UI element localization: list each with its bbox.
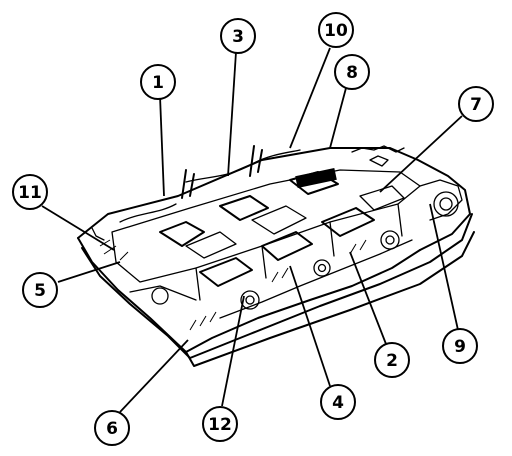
callout-label: 1 [152, 73, 164, 93]
leader-2 [349, 251, 387, 345]
callout-label: 2 [386, 351, 398, 371]
leader-7 [379, 115, 463, 193]
callout-2: 2 [374, 342, 410, 378]
callout-label: 8 [346, 63, 358, 83]
leader-6 [119, 339, 189, 413]
callout-label: 9 [454, 337, 466, 357]
callout-9: 9 [442, 328, 478, 364]
leader-9 [429, 203, 459, 331]
callout-1: 1 [140, 64, 176, 100]
leader-10 [289, 47, 331, 149]
callout-11: 11 [12, 174, 48, 210]
leader-8 [329, 87, 347, 149]
callout-label: 5 [34, 281, 46, 301]
callout-label: 12 [208, 415, 232, 435]
callout-3: 3 [220, 18, 256, 54]
callout-6: 6 [94, 410, 130, 446]
leader-lines [41, 47, 463, 413]
callout-10: 10 [318, 12, 354, 48]
callout-label: 11 [18, 183, 42, 203]
leader-5 [57, 261, 121, 283]
leader-4 [289, 265, 331, 387]
callout-label: 3 [232, 27, 244, 47]
callout-4: 4 [320, 384, 356, 420]
leader-3 [227, 51, 237, 177]
callout-label: 7 [470, 95, 482, 115]
callout-8: 8 [334, 54, 370, 90]
leader-11 [41, 205, 115, 251]
callout-label: 4 [332, 393, 344, 413]
callout-5: 5 [22, 272, 58, 308]
callouts: 1 2 3 4 5 6 7 8 [12, 12, 494, 446]
leader-1 [159, 95, 165, 197]
callout-label: 10 [324, 21, 348, 41]
intake-manifold-illustration [77, 145, 475, 367]
leader-12 [221, 295, 245, 407]
callout-label: 6 [106, 419, 118, 439]
callout-12: 12 [202, 406, 238, 442]
callout-7: 7 [458, 86, 494, 122]
